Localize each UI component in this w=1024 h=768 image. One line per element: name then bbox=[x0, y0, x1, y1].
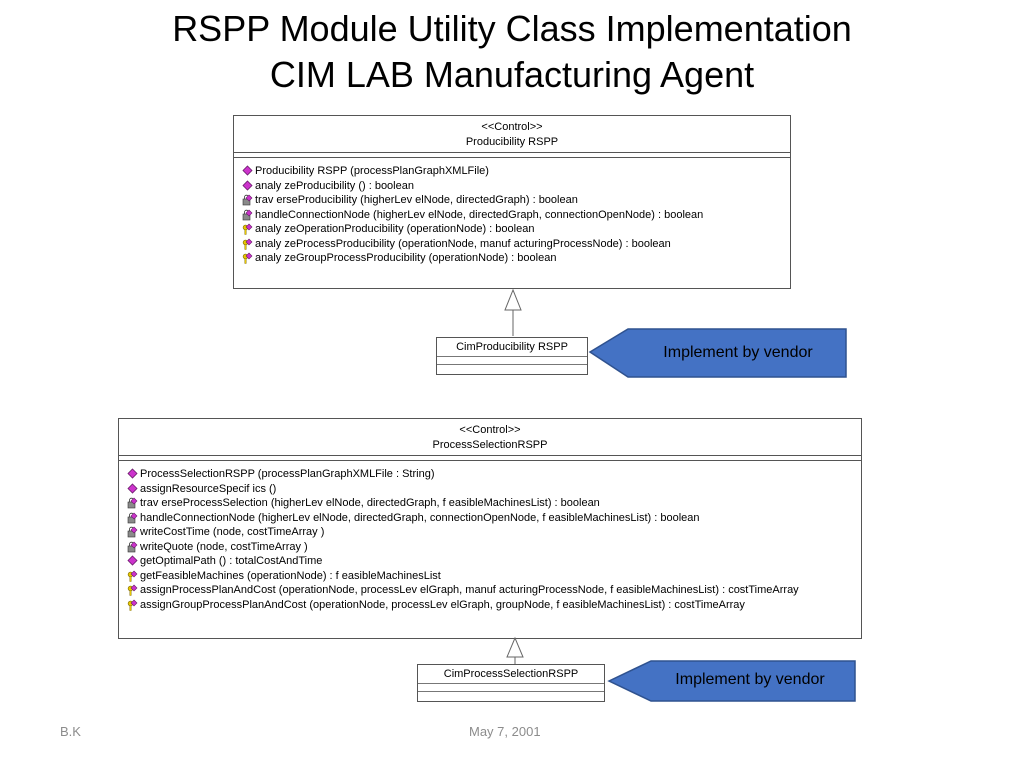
protected-op-icon bbox=[242, 223, 253, 235]
protected-op-icon bbox=[127, 599, 138, 611]
operation-signature: analy zeProducibility () : boolean bbox=[255, 179, 414, 192]
operation-signature: analy zeProcessProducibility (operationN… bbox=[255, 237, 671, 250]
class-name: ProcessSelectionRSPP bbox=[432, 439, 548, 451]
operation-row[interactable]: Producibility RSPP (processPlanGraphXMLF… bbox=[242, 164, 790, 179]
footer-date: May 7, 2001 bbox=[469, 724, 541, 739]
class-name: CimProducibility RSPP bbox=[456, 341, 568, 353]
operation-row[interactable]: analy zeProducibility () : boolean bbox=[242, 179, 790, 194]
operation-row[interactable]: analy zeOperationProducibility (operatio… bbox=[242, 222, 790, 237]
operation-row[interactable]: analy zeGroupProcessProducibility (opera… bbox=[242, 251, 790, 266]
operation-signature: assignGroupProcessPlanAndCost (operation… bbox=[140, 598, 745, 611]
operation-row[interactable]: ProcessSelectionRSPP (processPlanGraphXM… bbox=[127, 467, 861, 482]
footer-author: B.K bbox=[60, 724, 81, 739]
class-stereotype: <<Control>> bbox=[481, 121, 543, 133]
operation-signature: analy zeGroupProcessProducibility (opera… bbox=[255, 252, 557, 264]
callout-label-2: Implement by vendor bbox=[675, 671, 825, 688]
operation-signature: Producibility RSPP (processPlanGraphXMLF… bbox=[255, 165, 489, 177]
protected-op-icon bbox=[242, 238, 253, 250]
class-name: CimProcessSelectionRSPP bbox=[443, 668, 579, 680]
operation-signature: trav erseProducibility (higherLev elNode… bbox=[255, 194, 578, 206]
attributes-separator bbox=[234, 152, 790, 153]
attributes-separator bbox=[418, 683, 604, 691]
public-op-icon bbox=[127, 555, 138, 567]
operation-row[interactable]: assignGroupProcessPlanAndCost (operation… bbox=[127, 598, 861, 613]
public-op-icon bbox=[242, 165, 253, 177]
operation-row[interactable]: getOptimalPath () : totalCostAndTime bbox=[127, 554, 861, 569]
operation-signature: assignProcessPlanAndCost (operationNode,… bbox=[140, 584, 799, 596]
class-name: Producibility RSPP bbox=[465, 136, 559, 148]
operation-signature: trav erseProcessSelection (higherLev elN… bbox=[140, 497, 600, 509]
class-cimproducibility-rspp[interactable]: CimProducibility RSPP bbox=[436, 337, 588, 375]
class-stereotype: <<Control>> bbox=[459, 424, 521, 436]
title-line-2: CIM LAB Manufacturing Agent bbox=[269, 54, 755, 95]
operation-signature: handleConnectionNode (higherLev elNode, … bbox=[140, 511, 700, 524]
operation-signature: writeQuote (node, costTimeArray ) bbox=[140, 540, 308, 553]
class-cimprocessselection-rspp[interactable]: CimProcessSelectionRSPP bbox=[417, 664, 605, 702]
operation-signature: handleConnectionNode (higherLev elNode, … bbox=[255, 208, 704, 221]
class-header: <<Control>> ProcessSelectionRSPP bbox=[119, 419, 861, 453]
operation-row[interactable]: trav erseProcessSelection (higherLev elN… bbox=[127, 496, 861, 511]
private-op-icon bbox=[127, 512, 138, 524]
public-op-icon bbox=[127, 468, 138, 480]
operations-list: Producibility RSPP (processPlanGraphXMLF… bbox=[234, 158, 790, 266]
protected-op-icon bbox=[242, 252, 253, 264]
operation-row[interactable]: analy zeProcessProducibility (operationN… bbox=[242, 237, 790, 252]
callout-arrow-1 bbox=[588, 328, 847, 378]
operation-signature: writeCostTime (node, costTimeArray ) bbox=[140, 526, 325, 538]
operations-separator bbox=[234, 157, 790, 158]
operation-row[interactable]: writeQuote (node, costTimeArray ) bbox=[127, 540, 861, 555]
generalization-arrow-2 bbox=[506, 636, 524, 664]
operation-signature: ProcessSelectionRSPP (processPlanGraphXM… bbox=[140, 468, 435, 480]
class-header: <<Control>> Producibility RSPP bbox=[234, 116, 790, 150]
attributes-separator bbox=[119, 455, 861, 456]
operation-row[interactable]: trav erseProducibility (higherLev elNode… bbox=[242, 193, 790, 208]
operation-row[interactable]: writeCostTime (node, costTimeArray ) bbox=[127, 525, 861, 540]
operation-row[interactable]: handleConnectionNode (higherLev elNode, … bbox=[127, 511, 861, 526]
operation-signature: assignResourceSpecif ics () bbox=[140, 482, 277, 495]
operations-list: ProcessSelectionRSPP (processPlanGraphXM… bbox=[119, 461, 861, 612]
public-op-icon bbox=[242, 180, 253, 192]
operation-signature: analy zeOperationProducibility (operatio… bbox=[255, 223, 535, 235]
title-line-1: RSPP Module Utility Class Implementation bbox=[172, 8, 852, 49]
operation-row[interactable]: getFeasibleMachines (operationNode) : f … bbox=[127, 569, 861, 584]
class-processselection-rspp[interactable]: <<Control>> ProcessSelectionRSPP Process… bbox=[118, 418, 862, 639]
class-producibility-rspp[interactable]: <<Control>> Producibility RSPP Producibi… bbox=[233, 115, 791, 289]
protected-op-icon bbox=[127, 584, 138, 596]
public-op-icon bbox=[127, 483, 138, 495]
private-op-icon bbox=[127, 541, 138, 553]
protected-op-icon bbox=[127, 570, 138, 582]
operation-row[interactable]: assignProcessPlanAndCost (operationNode,… bbox=[127, 583, 861, 598]
operation-signature: getFeasibleMachines (operationNode) : f … bbox=[140, 569, 441, 582]
operations-separator bbox=[437, 364, 587, 372]
private-op-icon bbox=[127, 526, 138, 538]
generalization-arrow-1 bbox=[504, 288, 522, 336]
private-op-icon bbox=[242, 194, 253, 206]
operations-separator bbox=[418, 691, 604, 699]
operation-row[interactable]: assignResourceSpecif ics () bbox=[127, 482, 861, 497]
callout-arrow-2 bbox=[607, 660, 856, 702]
private-op-icon bbox=[242, 209, 253, 221]
attributes-separator bbox=[437, 356, 587, 364]
private-op-icon bbox=[127, 497, 138, 509]
operation-signature: getOptimalPath () : totalCostAndTime bbox=[140, 555, 323, 567]
operation-row[interactable]: handleConnectionNode (higherLev elNode, … bbox=[242, 208, 790, 223]
operations-separator bbox=[119, 460, 861, 461]
callout-label-1: Implement by vendor bbox=[663, 344, 813, 361]
slide-title: RSPP Module Utility Class Implementation… bbox=[0, 6, 1024, 98]
